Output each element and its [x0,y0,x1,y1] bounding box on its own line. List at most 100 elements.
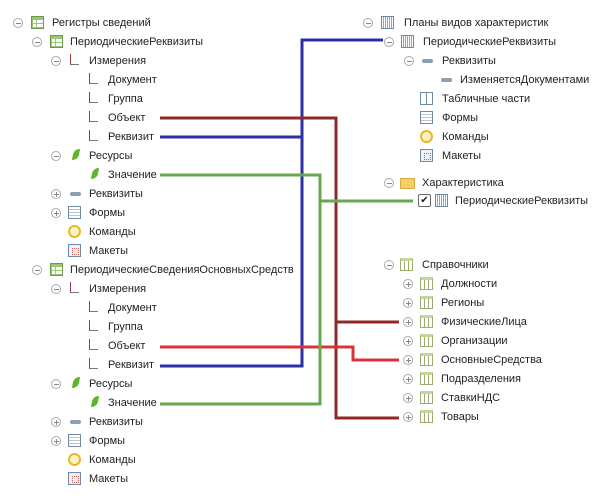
dimension-icon [89,320,98,331]
node-label: Регистры сведений [52,17,151,29]
catalog-icon [420,410,433,423]
node-label: ПериодическиеРеквизиты [423,36,557,48]
requisite-icon [70,420,81,424]
expand-icon[interactable] [403,374,413,384]
node-label: ОсновныеСредства [441,354,542,366]
node-label: Подразделения [441,373,521,385]
collapse-icon[interactable] [363,18,373,28]
dimension-icon [70,282,79,293]
node-label: ПериодическиеРеквизиты [455,195,589,207]
tabular-section-icon [420,92,433,105]
register-icon [31,16,44,29]
link-green-value [160,173,322,406]
node-label: Команды [442,131,489,143]
form-icon [420,111,433,124]
link-red-object-2 [160,345,399,362]
collapse-icon[interactable] [51,56,61,66]
layout-icon [68,472,81,485]
node-label: Должности [441,278,498,290]
expand-icon[interactable] [403,355,413,365]
expand-icon[interactable] [51,189,61,199]
layout-icon [68,244,81,257]
expand-icon[interactable] [403,279,413,289]
expand-icon[interactable] [403,412,413,422]
node-label: Объект [108,112,146,124]
expand-icon[interactable] [51,208,61,218]
dimension-icon [89,73,98,84]
node-label: Команды [89,454,136,466]
dimension-icon [89,92,98,103]
collapse-icon[interactable] [51,151,61,161]
node-label: ПериодическиеРеквизиты [70,36,204,48]
expand-icon[interactable] [403,298,413,308]
layout-icon [420,149,433,162]
expand-icon[interactable] [51,436,61,446]
node-label: Формы [89,435,126,447]
expand-icon[interactable] [403,317,413,327]
characteristic-plan-icon [435,194,448,207]
node-label: Реквизиты [89,416,143,428]
node-label: Документ [108,302,157,314]
node-label: Ресурсы [89,150,133,162]
node-label: Измерения [89,55,147,67]
node-label: Товары [441,411,479,423]
dimension-icon [89,339,98,350]
node-label: Объект [108,340,146,352]
node-label: Макеты [89,245,129,257]
expand-icon[interactable] [51,417,61,427]
catalog-icon [420,372,433,385]
node-label: Реквизиты [442,55,496,67]
collapse-icon[interactable] [51,379,61,389]
register-icon [50,263,63,276]
collapse-icon[interactable] [384,178,394,188]
node-label: ИзменяетсяДокументами [460,74,590,86]
link-darkred-object [160,116,399,420]
form-icon [68,434,81,447]
collapse-icon[interactable] [51,284,61,294]
node-label: Измерения [89,283,147,295]
node-label: Макеты [89,473,129,485]
collapse-icon[interactable] [32,265,42,275]
catalog-icon [420,391,433,404]
command-icon [68,225,81,238]
collapse-icon[interactable] [13,18,23,28]
node-label: Формы [89,207,126,219]
register-icon [50,35,63,48]
folder-icon [400,178,415,189]
node-label: Группа [108,93,143,105]
node-label: Организации [441,335,508,347]
dimension-icon [89,130,98,141]
node-label: Макеты [442,150,482,162]
catalog-icon [420,277,433,290]
collapse-icon[interactable] [32,37,42,47]
node-label: Реквизиты [89,188,143,200]
collapse-icon[interactable] [404,56,414,66]
command-icon [68,453,81,466]
node-label: Характеристика [422,177,504,189]
catalog-icon [420,315,433,328]
catalog-icon [420,296,433,309]
catalog-icon [400,258,413,271]
node-label: Табличные части [442,93,531,105]
dimension-icon [89,358,98,369]
requisite-icon [422,59,433,63]
checkbox[interactable]: ✔ [418,194,431,207]
requisite-icon [441,78,452,82]
node-label: Значение [108,169,157,181]
node-label: Регионы [441,297,485,309]
node-label: Команды [89,226,136,238]
node-label: Реквизит [108,131,154,143]
node-label: Ресурсы [89,378,133,390]
link-blue-rekvizit [160,38,383,139]
node-label: Формы [442,112,479,124]
node-label: Планы видов характеристик [404,17,549,29]
collapse-icon[interactable] [384,37,394,47]
expand-icon[interactable] [403,336,413,346]
node-label: Значение [108,397,157,409]
dimension-icon [89,301,98,312]
node-label: ФизическиеЛица [441,316,527,328]
collapse-icon[interactable] [384,260,394,270]
expand-icon[interactable] [403,393,413,403]
link-blue-rekvizit-2 [160,137,304,368]
